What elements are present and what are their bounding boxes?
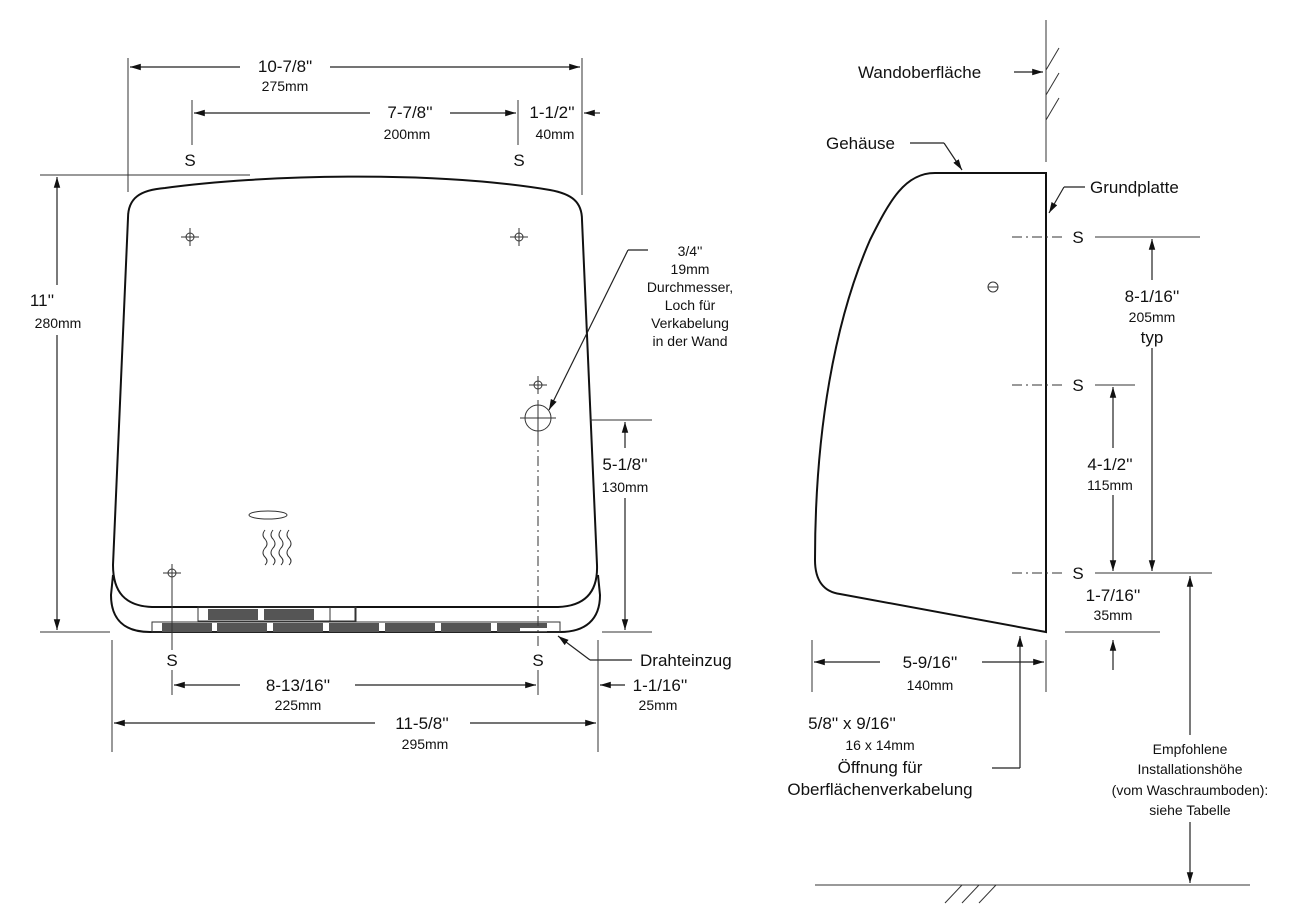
dim-metric: 200mm [384, 126, 431, 142]
dimension-bottom-screw-spacing: 8-13/16'' 225mm [174, 676, 536, 713]
callout-line: in der Wand [653, 333, 728, 349]
dim-metric: 35mm [1094, 607, 1133, 623]
screw-lines [1012, 236, 1212, 633]
dryer-housing-side [813, 172, 1047, 634]
floor-line [815, 884, 1250, 904]
callout-line: Oberflächenverkabelung [787, 780, 972, 799]
air-outlet-vents [151, 606, 561, 633]
dimension-top-spacing: 8-1/16'' 205mm typ [1125, 239, 1180, 571]
dim-note: typ [1141, 328, 1164, 347]
dimension-height: 11'' 280mm [30, 177, 81, 630]
screw-label: S [166, 651, 177, 670]
callout-line: 19mm [671, 261, 710, 277]
dim-imperial: 1-1/16'' [633, 676, 688, 695]
dim-imperial: 5-9/16'' [903, 653, 958, 672]
callout-line: Installationshöhe [1137, 761, 1242, 777]
screw-label: S [1072, 228, 1083, 247]
dim-imperial: 11'' [30, 291, 54, 310]
wall-label: Wandoberfläche [858, 63, 981, 82]
side-view: Wandoberfläche Gehäuse Grundplatte S S S… [787, 20, 1269, 904]
dim-metric: 280mm [35, 315, 82, 331]
dim-metric: 130mm [602, 479, 649, 495]
dim-metric: 140mm [907, 677, 954, 693]
screw-label: S [513, 151, 524, 170]
callout-line: Loch für [665, 297, 716, 313]
dim-metric: 25mm [639, 697, 678, 713]
wall-surface [1045, 20, 1060, 162]
screw-hole-crosshair [163, 228, 556, 650]
wire-entry-label: Drahteinzug [640, 651, 732, 670]
dim-metric: 225mm [275, 697, 322, 713]
dim-imperial: 1-7/16'' [1086, 586, 1141, 605]
opening-size: 5/8'' x 9/16'' [808, 714, 896, 733]
base-plate-label: Grundplatte [1090, 178, 1179, 197]
callout-line: 3/4'' [678, 243, 703, 259]
dim-imperial: 10-7/8" [258, 57, 312, 76]
callout-line: Öffnung für [838, 758, 923, 777]
screw-label: S [1072, 564, 1083, 583]
dim-metric: 40mm [536, 126, 575, 142]
heat-waves-icon [262, 529, 292, 566]
dim-imperial: 5-1/8'' [602, 455, 647, 474]
housing-label: Gehäuse [826, 134, 895, 153]
screw-label: S [1072, 376, 1083, 395]
dimension-hole-height: 5-1/8'' 130mm [602, 422, 649, 630]
opening-metric: 16 x 14mm [845, 737, 914, 753]
wiring-hole-callout: 3/4'' 19mm Durchmesser, Loch für Verkabe… [548, 243, 733, 411]
dim-imperial: 11-5/8'' [395, 714, 448, 733]
dim-metric: 205mm [1129, 309, 1176, 325]
dim-imperial: 4-1/2'' [1087, 455, 1132, 474]
wire-entry-callout: Drahteinzug [557, 635, 732, 670]
dimension-overall-width: 10-7/8" 275mm [130, 57, 580, 94]
dryer-housing-front [111, 175, 599, 608]
dimension-screw-spacing: 7-7/8'' 200mm [194, 103, 516, 142]
callout-line: Durchmesser, [647, 279, 733, 295]
dim-imperial: 8-1/16'' [1125, 287, 1180, 306]
screw-label: S [184, 151, 195, 170]
dim-metric: 275mm [262, 78, 309, 94]
callout-line: (vom Waschraumboden): [1112, 782, 1269, 798]
dimension-depth: 5-9/16'' 140mm [814, 653, 1044, 693]
dimension-screw-offset: 1-1/2'' 40mm [529, 103, 600, 142]
dim-imperial: 1-1/2'' [529, 103, 574, 122]
screw-label: S [532, 651, 543, 670]
surface-opening-callout: 5/8'' x 9/16'' 16 x 14mm Öffnung für Obe… [787, 636, 1024, 799]
front-view: 10-7/8" 275mm 7-7/8'' 200mm 1-1/2'' 40mm… [30, 57, 733, 752]
callout-line: siehe Tabelle [1149, 802, 1231, 818]
callout-line: Verkabelung [651, 315, 729, 331]
dim-imperial: 8-13/16'' [266, 676, 330, 695]
dimension-bottom-offset-side: 1-7/16'' 35mm [1086, 586, 1141, 670]
dim-metric: 115mm [1087, 477, 1133, 493]
callout-line: Empfohlene [1153, 741, 1228, 757]
bobrick-logo [248, 510, 288, 520]
install-height-callout: Empfohlene Installationshöhe (vom Waschr… [1112, 576, 1269, 883]
dim-imperial: 7-7/8'' [387, 103, 432, 122]
dimension-bottom-offset: 1-1/16'' 25mm [600, 676, 687, 713]
dimension-mid-spacing: 4-1/2'' 115mm [1087, 387, 1133, 571]
dimension-base-width: 11-5/8'' 295mm [114, 714, 596, 752]
dim-metric: 295mm [402, 736, 449, 752]
